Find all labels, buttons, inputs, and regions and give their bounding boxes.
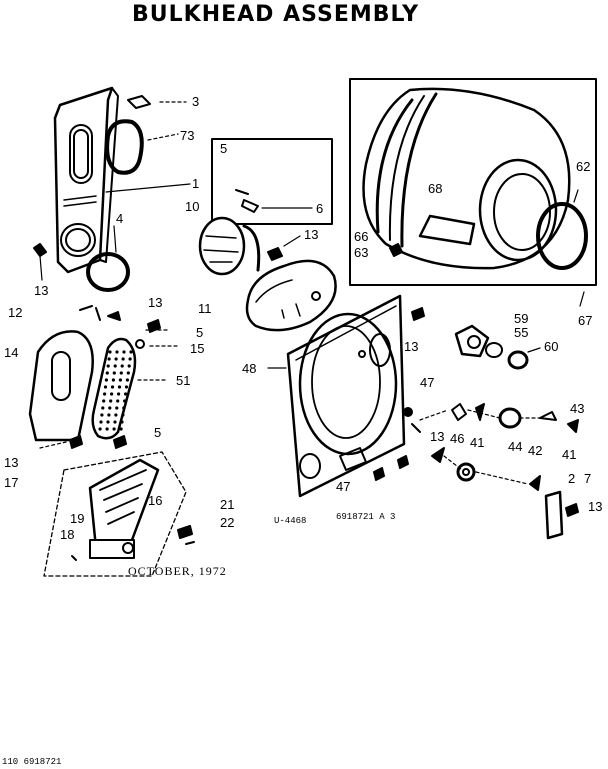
callout-19: 19 (70, 511, 85, 526)
callout-13-cover: 13 (148, 295, 163, 310)
diagram-title: BULKHEAD ASSEMBLY (132, 2, 420, 27)
lint-duct-cover-part (28, 330, 94, 442)
revision-date: OCTOBER, 1972 (128, 564, 227, 578)
callout-43: 43 (570, 401, 585, 416)
heater-element-part (88, 458, 160, 559)
callout-41-upper: 41 (470, 435, 485, 450)
callout-59: 59 (514, 311, 529, 326)
inset-detail-box (211, 138, 333, 225)
rear-bulkhead-part (286, 294, 406, 498)
callout-4: 4 (116, 211, 124, 226)
callout-44: 44 (508, 439, 523, 454)
callout-73: 73 (180, 128, 195, 143)
callout-7: 7 (584, 471, 592, 486)
callout-13-panel: 13 (34, 283, 49, 298)
callout-3: 3 (192, 94, 200, 109)
callout-48: 48 (242, 361, 257, 376)
stamp-code-left: U-4468 (274, 516, 307, 526)
callout-6: 6 (316, 201, 324, 216)
callout-60: 60 (544, 339, 559, 354)
blower-housing-part (245, 259, 337, 332)
callout-5-inset: 5 (220, 141, 228, 156)
stamp-code-mid: 6918721 A 3 (336, 512, 396, 522)
callout-5-screen: 5 (154, 425, 162, 440)
callout-63: 63 (354, 245, 369, 260)
callout-42: 42 (528, 443, 543, 458)
callout-47-upper: 47 (420, 375, 435, 390)
callout-13-fan: 13 (304, 227, 319, 242)
callout-41-lower: 41 (562, 447, 577, 462)
callout-1: 1 (192, 176, 200, 191)
heater-inset-outline (43, 451, 187, 577)
callout-10: 10 (185, 199, 200, 214)
footer-part-code: 110 6918721 (2, 757, 62, 767)
callout-13-bracket: 13 (588, 499, 603, 514)
callout-13-idler: 13 (430, 429, 445, 444)
callout-67: 67 (578, 313, 593, 328)
pulley-assembly-part (454, 324, 503, 358)
callout-66: 66 (354, 229, 369, 244)
ring-seal-part (86, 252, 130, 292)
drum-seal-part (536, 202, 588, 270)
callout-5-cover: 5 (196, 325, 204, 340)
callout-13-bulkhead: 13 (404, 339, 419, 354)
clip-part (127, 95, 151, 109)
callout-68: 68 (428, 181, 443, 196)
callout-11: 11 (198, 301, 212, 316)
callout-14: 14 (4, 345, 19, 360)
callout-15: 15 (190, 341, 205, 356)
gasket-part (105, 119, 144, 175)
bulkhead-panel-part (53, 86, 119, 274)
callout-21: 21 (220, 497, 235, 512)
lint-screen-part (91, 337, 137, 440)
drum-part (362, 87, 571, 270)
drum-inset-box (349, 78, 597, 286)
callout-12: 12 (8, 305, 23, 320)
callout-17: 17 (4, 475, 19, 490)
callout-18: 18 (60, 527, 75, 542)
callout-55: 55 (514, 325, 529, 340)
callout-16: 16 (148, 493, 163, 508)
callout-46: 46 (450, 431, 465, 446)
callout-13-heater: 13 (4, 455, 19, 470)
blower-fan-part (198, 216, 261, 276)
callout-22: 22 (220, 515, 235, 530)
callout-62: 62 (576, 159, 591, 174)
callout-47-lower: 47 (336, 479, 351, 494)
callout-2: 2 (568, 471, 576, 486)
callout-51: 51 (176, 373, 191, 388)
